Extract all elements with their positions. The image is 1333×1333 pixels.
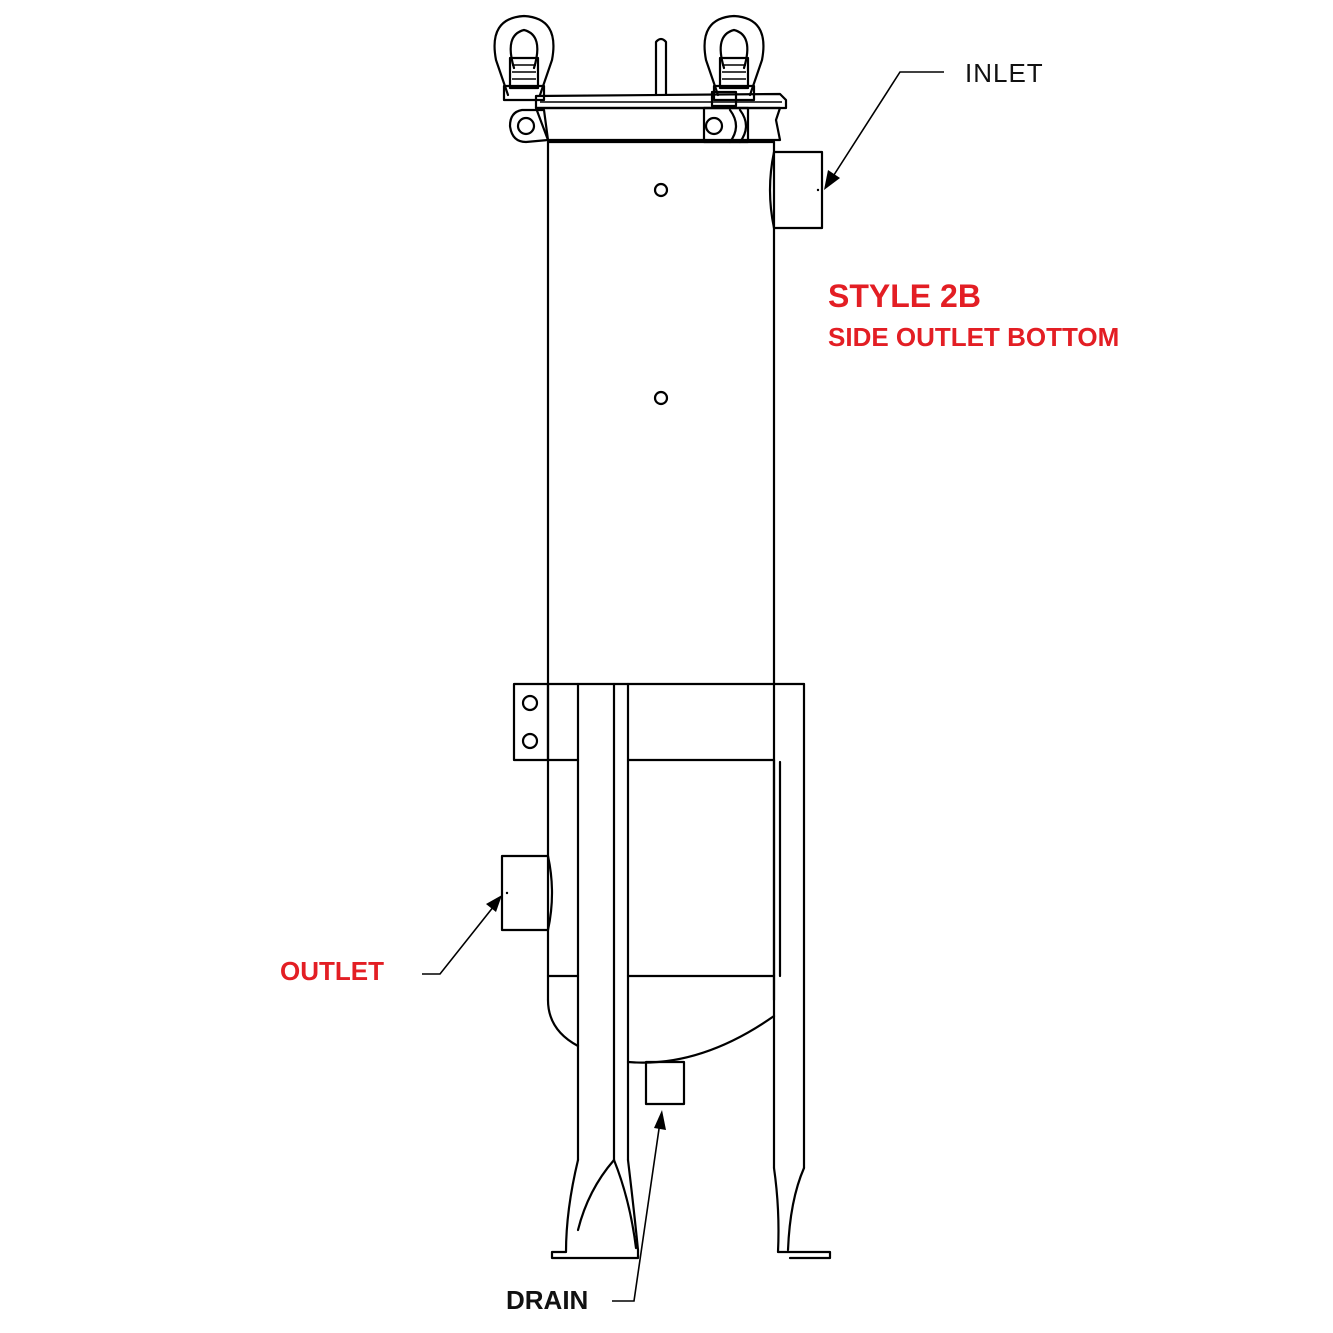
drain-label: DRAIN — [506, 1285, 589, 1315]
center-pin — [654, 37, 668, 96]
support-legs — [512, 682, 832, 1260]
inlet-nozzle — [768, 150, 824, 230]
vessel-body — [546, 140, 776, 1002]
style-title: STYLE 2B — [828, 278, 981, 314]
style-subtitle: SIDE OUTLET BOTTOM — [828, 322, 1120, 352]
outlet-nozzle — [500, 854, 554, 932]
eye-bolt-right — [703, 14, 765, 102]
outlet-label: OUTLET — [280, 956, 384, 986]
leader-inlet — [824, 71, 944, 190]
cover-lid — [508, 90, 788, 144]
leader-outlet — [422, 895, 502, 975]
bottom-head — [546, 974, 776, 1064]
eye-bolt-left — [493, 14, 555, 102]
drain-nozzle — [644, 1060, 686, 1106]
leader-drain — [612, 1110, 666, 1302]
inlet-label: INLET — [965, 58, 1044, 88]
